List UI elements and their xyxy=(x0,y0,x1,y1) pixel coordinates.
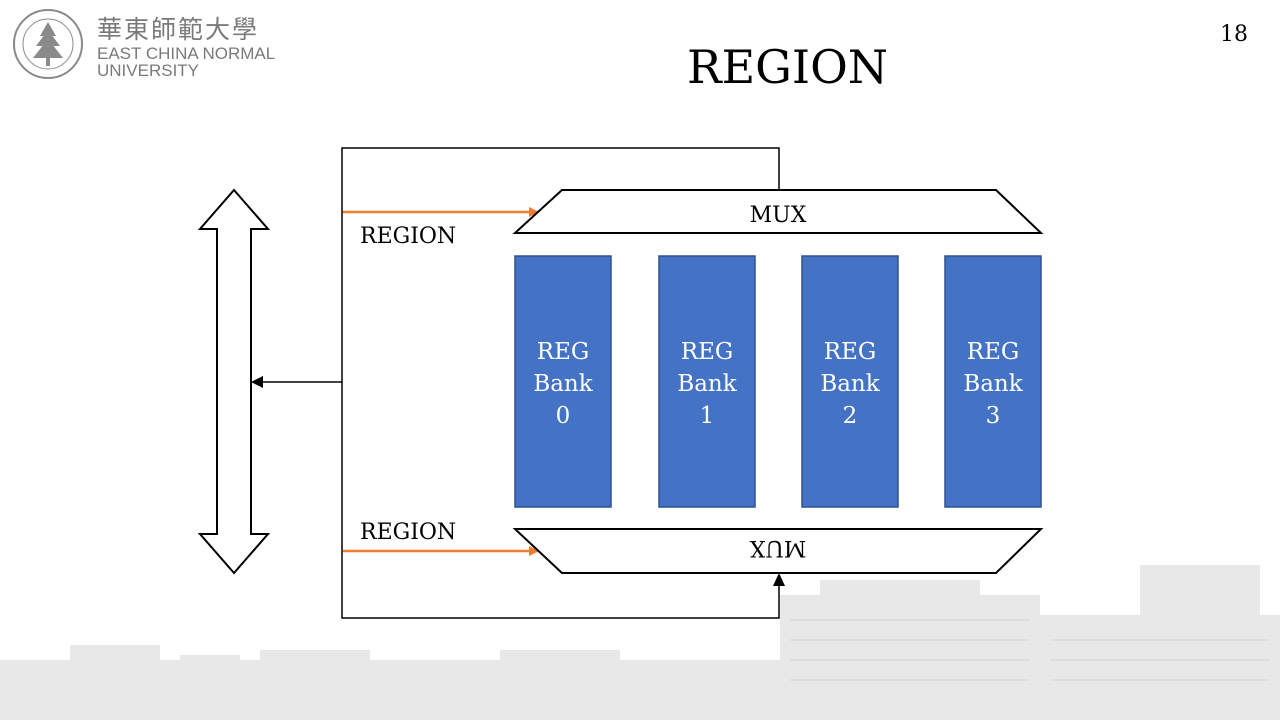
logo-chinese-name: 華東師範大學 xyxy=(97,15,260,44)
mux-bottom xyxy=(512,528,1044,574)
page-title: REGION xyxy=(686,40,889,94)
reg-bank-2-line3: 2 xyxy=(843,403,858,429)
mux-bottom-label: MUX xyxy=(749,535,806,560)
bidirectional-bus-arrow xyxy=(197,188,271,575)
reg-bank-3-line3: 3 xyxy=(986,403,1001,429)
campus-skyline-background xyxy=(0,565,1280,720)
reg-bank-1-line1: REG xyxy=(681,339,733,365)
feedback-path-bottom xyxy=(341,382,780,619)
logo-english-line2: UNIVERSITY xyxy=(97,61,200,80)
reg-bank-3: REG Bank 3 xyxy=(944,255,1042,508)
university-logo: 華東師範大學 EAST CHINA NORMAL UNIVERSITY xyxy=(10,6,300,82)
reg-bank-3-line2: Bank xyxy=(963,371,1023,397)
page-number: 18 xyxy=(1220,22,1248,47)
reg-bank-1: REG Bank 1 xyxy=(658,255,756,508)
reg-bank-1-line2: Bank xyxy=(677,371,737,397)
reg-bank-2-line2: Bank xyxy=(820,371,880,397)
mux-top xyxy=(512,189,1044,234)
logo-english-line1: EAST CHINA NORMAL xyxy=(97,44,276,63)
reg-bank-1-line3: 1 xyxy=(700,403,715,429)
feedback-path-top xyxy=(341,147,780,382)
reg-bank-2: REG Bank 2 xyxy=(801,255,899,508)
bottom-mux-arrowhead xyxy=(773,573,785,586)
university-seal-icon xyxy=(13,9,83,79)
reg-bank-0: REG Bank 0 xyxy=(514,255,612,508)
bus-input-arrowhead xyxy=(251,376,263,388)
region-label-bottom: REGION xyxy=(360,520,456,545)
reg-bank-2-line1: REG xyxy=(824,339,876,365)
region-label-top: REGION xyxy=(360,224,456,249)
reg-bank-3-line1: REG xyxy=(967,339,1019,365)
reg-bank-0-line2: Bank xyxy=(533,371,593,397)
reg-bank-0-line3: 0 xyxy=(556,403,571,429)
mux-top-label: MUX xyxy=(750,203,807,228)
reg-bank-0-line1: REG xyxy=(537,339,589,365)
